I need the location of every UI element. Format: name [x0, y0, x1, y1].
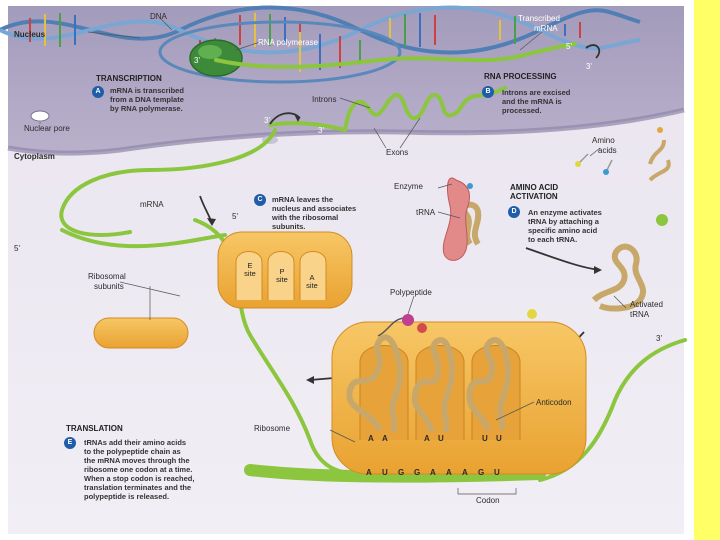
activation-title-1: AMINO ACID [510, 183, 559, 192]
anticodon-letter-4: U [438, 434, 444, 443]
activated-trna-label-1: Activated [630, 300, 663, 309]
amino-acid-bead [527, 309, 537, 319]
nuclear-envelope [7, 107, 685, 156]
mrna-label: mRNA [140, 200, 164, 209]
three-prime-label-4: 3' [318, 126, 324, 135]
nuclear-pore-label: Nuclear pore [24, 124, 70, 133]
codon-letter-3: G [398, 468, 405, 477]
ribosome-large-subunit [217, 231, 353, 309]
codon-letter-6: A [446, 468, 452, 477]
polypeptide-label: Polypeptide [390, 288, 432, 297]
dna-label: DNA [150, 12, 167, 21]
step-a-badge: A [92, 86, 104, 98]
polypeptide-bead-1 [402, 314, 414, 326]
codon-label: Codon [476, 496, 500, 505]
nucleus-label: Nucleus [14, 30, 46, 39]
anticodon-letter-5: U [482, 434, 488, 443]
activated-amino-acid [656, 214, 668, 226]
cytoplasm-label: Cytoplasm [14, 152, 55, 161]
three-prime-label-2: 3' [586, 62, 592, 71]
transcribed-mrna-label-1: Transcribed [518, 14, 560, 23]
export-description: mRNA leaves the nucleus and associates w… [272, 195, 357, 231]
anticodon-letter-6: U [496, 434, 502, 443]
codon-letter-2: U [382, 468, 388, 477]
anticodon-letter-1: A [368, 434, 374, 443]
amino-acids-label-1: Amino [592, 136, 615, 145]
transcription-description: mRNA is transcribed from a DNA template … [110, 86, 184, 113]
step-b-badge: B [482, 86, 494, 98]
step-e-badge: E [64, 437, 76, 449]
activation-description: An enzyme activates tRNA by attaching a … [528, 208, 602, 244]
codon-letter-8: G [478, 468, 485, 477]
rna-processing-description: Introns are excised and the mRNA is proc… [502, 88, 571, 115]
anticodon-letter-2: A [382, 434, 388, 443]
three-prime-label-1: 3' [194, 56, 200, 65]
anticodon-label: Anticodon [536, 398, 572, 407]
nuclear-pore [30, 110, 50, 122]
transcription-title: TRANSCRIPTION [96, 74, 162, 83]
three-prime-label-3: 3' [264, 116, 270, 125]
translation-description: tRNAs add their amino acids to the polyp… [84, 438, 195, 501]
codon-letter-4: G [414, 468, 421, 477]
translation-title: TRANSLATION [66, 424, 123, 433]
five-prime-label-3: 5' [14, 244, 20, 253]
ribosomal-subunits-label-2: subunits [94, 282, 124, 291]
three-prime-label-5: 3' [656, 334, 662, 343]
enzyme-label: Enzyme [394, 182, 423, 191]
codon-letter-7: A [462, 468, 468, 477]
side-strip [694, 0, 720, 540]
anticodon-letter-3: A [424, 434, 430, 443]
ribosome-small-subunit [93, 317, 189, 349]
enzyme-shape [442, 177, 470, 261]
step-c-badge: C [254, 194, 266, 206]
ribosomal-subunits-label-1: Ribosomal [88, 272, 126, 281]
exons-label: Exons [386, 148, 409, 157]
codon-letter-5: A [430, 468, 436, 477]
codon-letter-1: A [366, 468, 372, 477]
five-prime-label-2: 5' [232, 212, 238, 221]
activation-title-2: ACTIVATION [510, 192, 558, 201]
polypeptide-bead-2 [417, 323, 427, 333]
activated-trna-label-2: tRNA [630, 310, 650, 319]
transcribed-mrna-label-2: mRNA [534, 24, 558, 33]
step-d-badge: D [508, 206, 520, 218]
rna-processing-title: RNA PROCESSING [484, 72, 557, 81]
amino-acid-cluster [575, 127, 671, 182]
ribosome-label: Ribosome [254, 424, 291, 433]
amino-acids-label-2: acids [598, 146, 617, 155]
codon-letter-9: U [494, 468, 500, 477]
rna-polymerase-label: RNA polymerase [258, 38, 319, 47]
five-prime-label-1: 5' [566, 42, 572, 51]
introns-label: Introns [312, 95, 337, 104]
trna-label: tRNA [416, 208, 436, 217]
